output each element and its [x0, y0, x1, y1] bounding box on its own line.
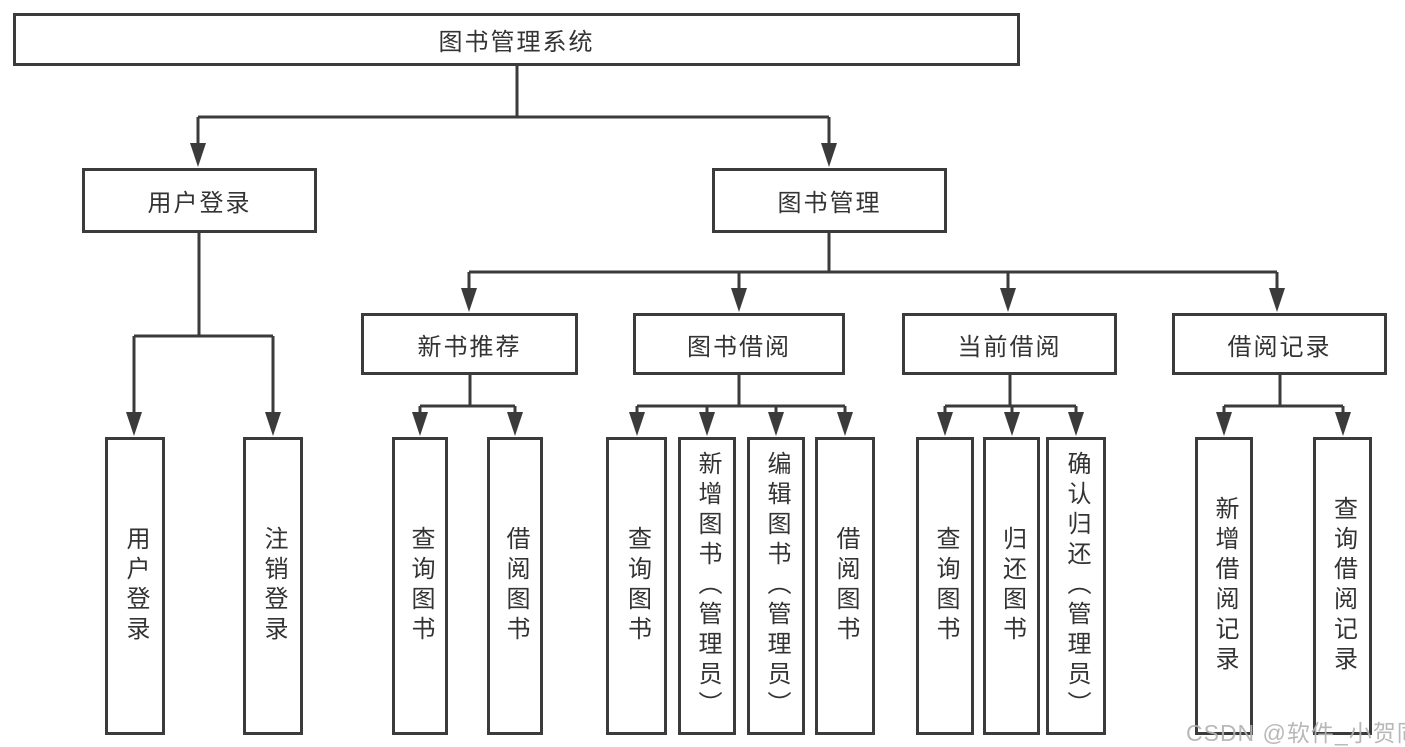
leaf-borrow-books: 借阅图书 [815, 437, 875, 735]
leaf-add-book-admin: 新增图书（管理员） [678, 437, 736, 735]
node-new-book-recommend: 新书推荐 [361, 313, 578, 375]
connector-strokes [132, 66, 1345, 416]
leaf-query-books-current: 查询图书 [916, 437, 974, 735]
leaf-query-borrow-record: 查询借阅记录 [1313, 437, 1372, 735]
leaf-user-login: 用户登录 [105, 437, 165, 735]
node-book-borrowing: 图书借阅 [633, 313, 845, 375]
node-book-management: 图书管理 [712, 168, 947, 233]
node-current-borrowing: 当前借阅 [902, 313, 1117, 375]
csdn-watermark: CSDN @软件_小贺同学 [1186, 720, 1405, 746]
node-user-login: 用户登录 [82, 168, 317, 233]
leaf-return-books: 归还图书 [983, 437, 1040, 735]
leaf-borrow-books-recommend: 借阅图书 [487, 437, 543, 735]
leaf-query-books-recommend: 查询图书 [392, 437, 448, 735]
leaf-edit-book-admin: 编辑图书（管理员） [747, 437, 805, 735]
arrowheads [126, 143, 1351, 436]
node-borrowing-records: 借阅记录 [1172, 313, 1387, 375]
leaf-query-books-borrow: 查询图书 [606, 437, 667, 735]
node-library-management-system: 图书管理系统 [13, 13, 1020, 66]
leaf-confirm-return-admin: 确认归还（管理员） [1046, 437, 1106, 735]
leaf-add-borrow-record: 新增借阅记录 [1195, 437, 1253, 735]
leaf-logout: 注销登录 [243, 437, 303, 735]
